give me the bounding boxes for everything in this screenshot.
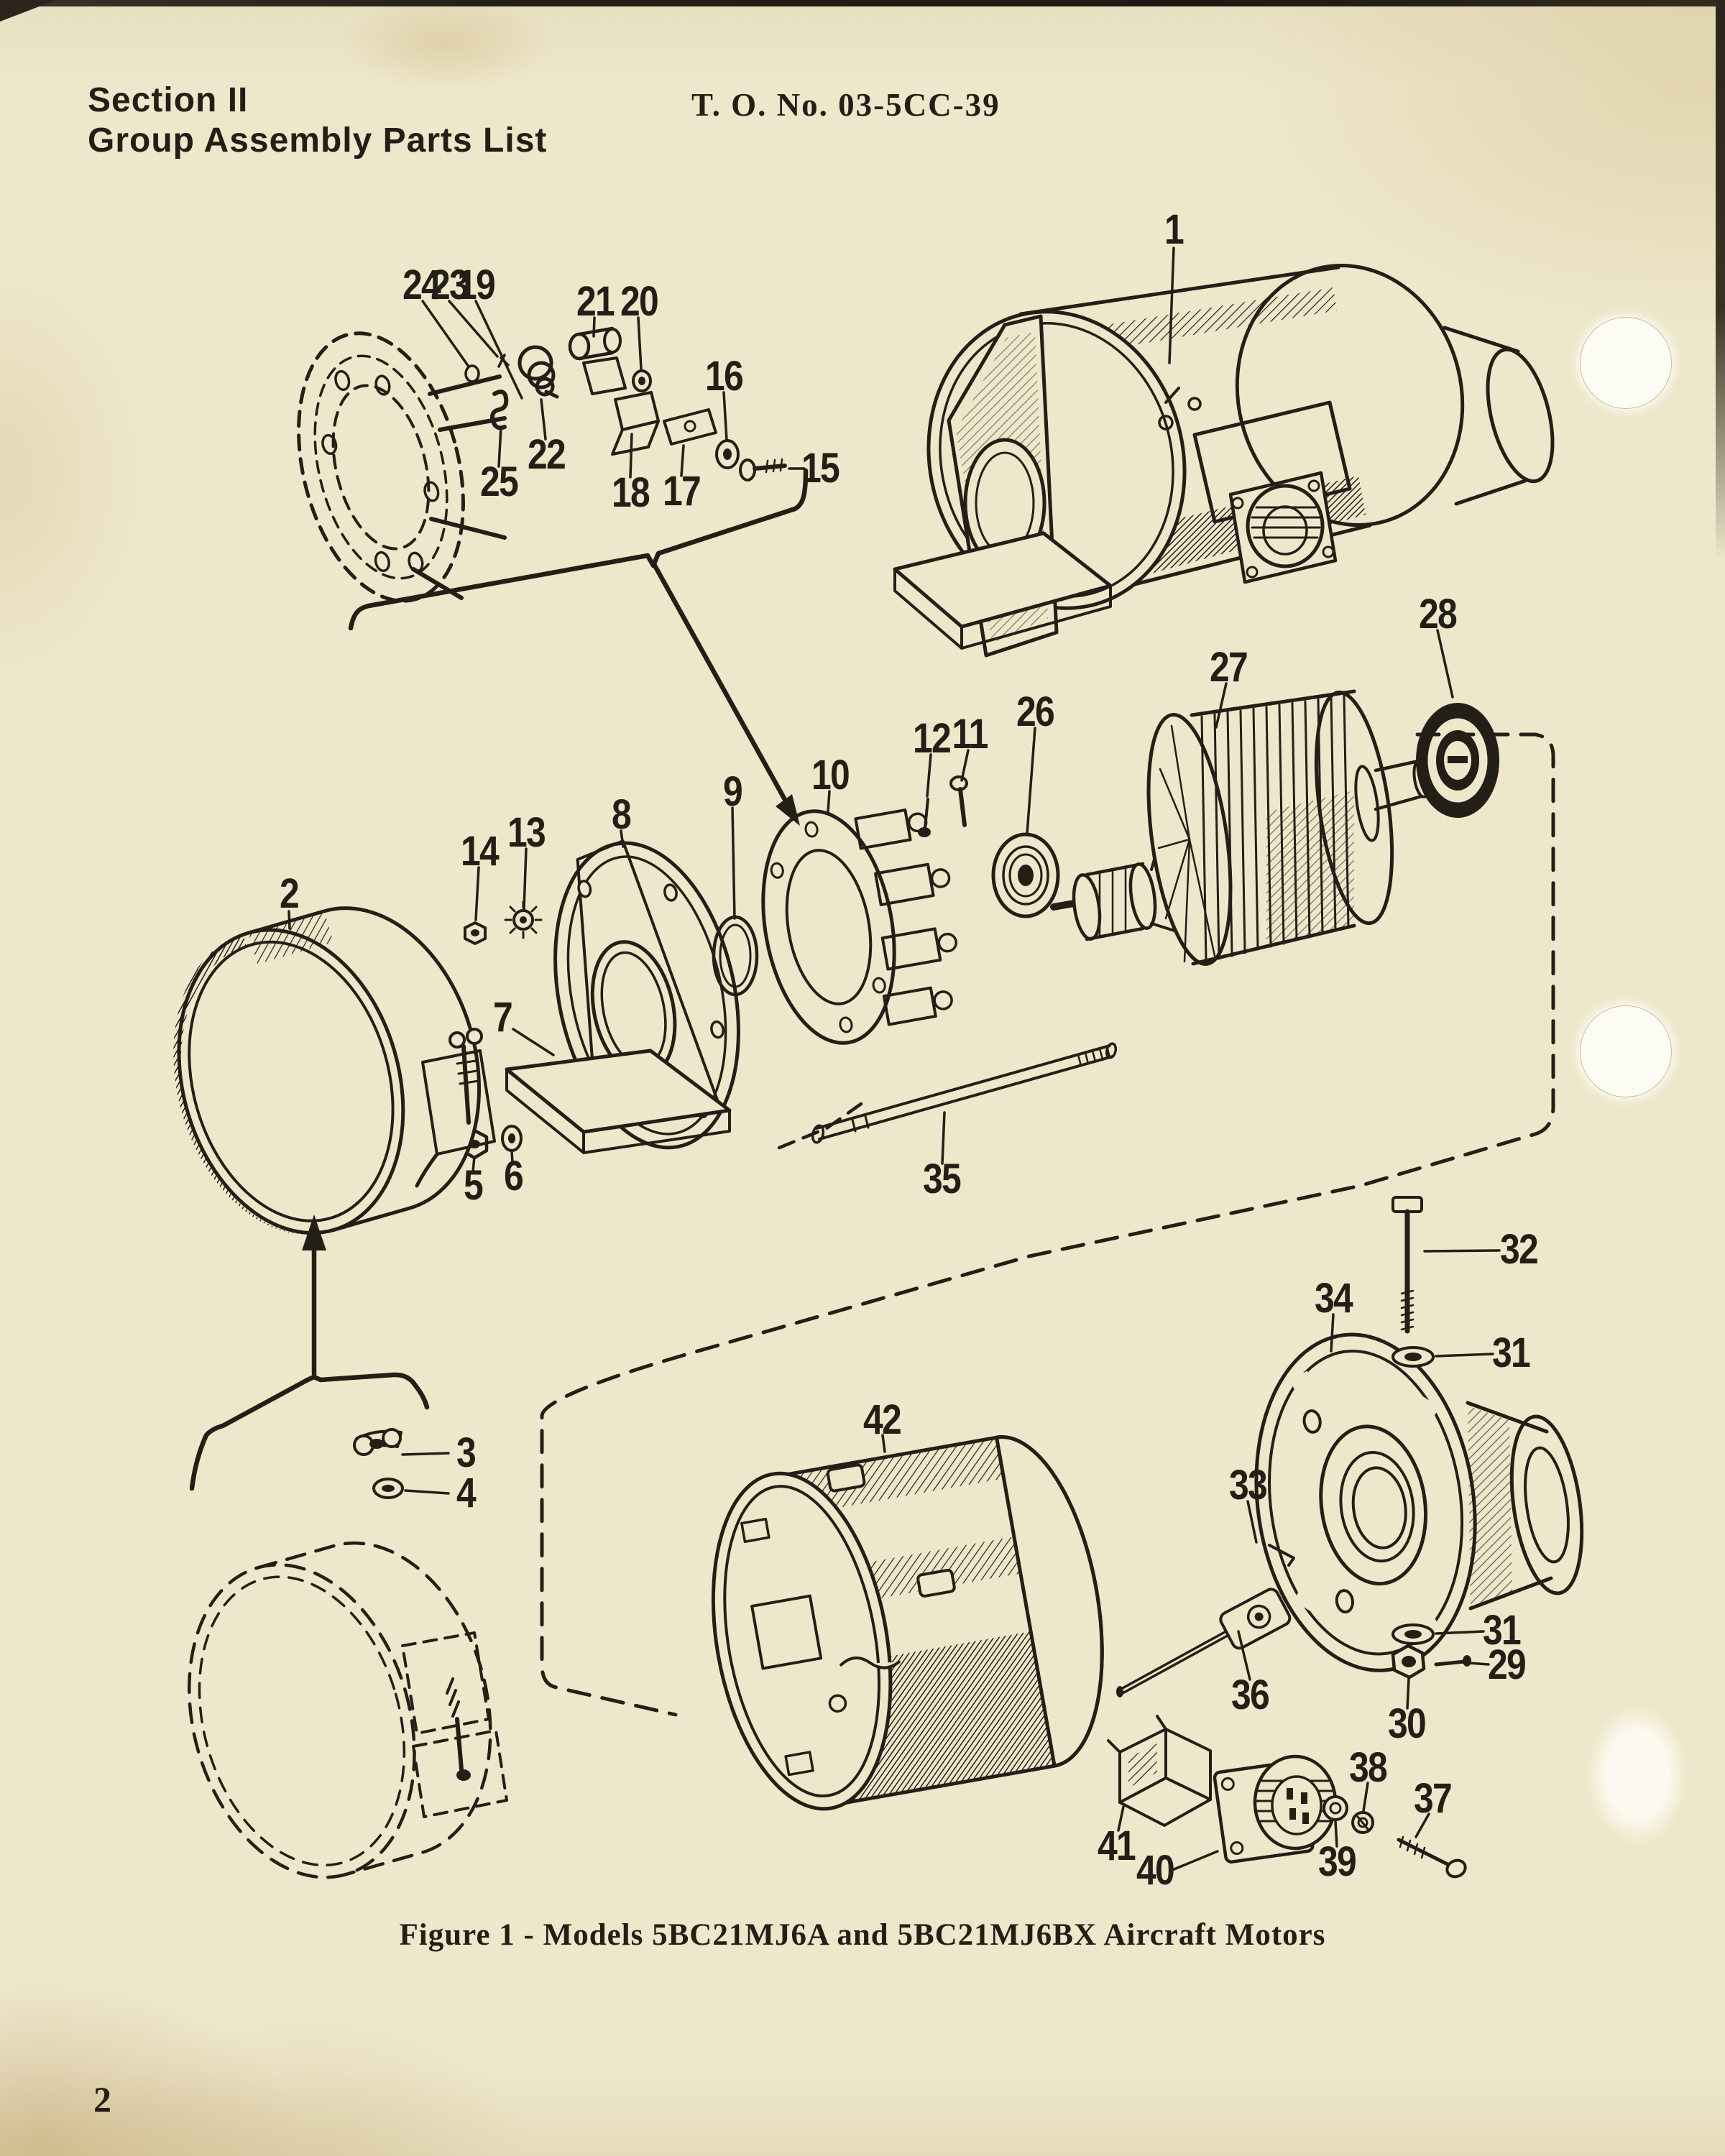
callout-13: 13	[507, 809, 546, 856]
callout-24: 24	[402, 262, 441, 308]
callout-34: 34	[1314, 1275, 1353, 1322]
bearing-front-illustration	[991, 832, 1060, 918]
callout-6: 6	[503, 1153, 524, 1199]
callout-39: 39	[1317, 1838, 1357, 1885]
armature-illustration	[1050, 689, 1431, 966]
bearing-rear-illustration	[1416, 703, 1499, 818]
clamp-screw-illustration	[353, 1428, 404, 1499]
callout-23: 23	[430, 262, 469, 308]
callout-14: 14	[460, 828, 500, 875]
scan-edge-top	[0, 0, 1725, 6]
callout-leader-lines	[288, 247, 1501, 1871]
callout-42: 42	[862, 1396, 902, 1443]
callout-31: 31	[1491, 1330, 1531, 1376]
callout-7: 7	[492, 994, 513, 1041]
callout-5: 5	[463, 1162, 484, 1209]
callout-16: 16	[704, 353, 744, 400]
end-bell-hardware	[1268, 1196, 1471, 1680]
section-subtitle: Group Assembly Parts List	[88, 121, 548, 160]
callout-38: 38	[1348, 1744, 1388, 1791]
callout-22: 22	[527, 431, 566, 478]
callout-19: 19	[456, 262, 496, 308]
section-title: Section II	[88, 81, 249, 119]
callout-17: 17	[662, 468, 702, 515]
field-frame-illustration	[711, 1435, 1104, 1811]
callout-2: 2	[279, 870, 300, 917]
callout-25: 25	[479, 459, 519, 505]
page-number: 2	[93, 2079, 111, 2119]
callout-28: 28	[1418, 591, 1458, 637]
brush-box-illustration	[1107, 1715, 1212, 1827]
paper-blemish	[1587, 1705, 1688, 1846]
callout-11: 11	[952, 711, 988, 757]
callout-12: 12	[912, 715, 952, 762]
callout-30: 30	[1387, 1700, 1427, 1747]
callout-35: 35	[922, 1156, 962, 1202]
callout-18: 18	[611, 469, 650, 516]
callout-8: 8	[611, 791, 632, 838]
technical-order-number: T. O. No. 03-5CC-39	[691, 87, 1000, 123]
end-bell-illustration	[1254, 1332, 1584, 1672]
scan-edge-right	[1716, 0, 1725, 561]
phantom-band-illustration	[188, 1541, 508, 1879]
callout-3: 3	[456, 1429, 477, 1476]
callout-40: 40	[1136, 1847, 1175, 1894]
callout-29: 29	[1487, 1641, 1527, 1688]
motor-band-illustration	[173, 906, 496, 1235]
hole-punch-top	[1581, 318, 1671, 408]
callout-1: 1	[1164, 206, 1184, 253]
assembly-brace-lower	[189, 1215, 430, 1491]
callout-26: 26	[1016, 688, 1055, 735]
callout-31: 31	[1482, 1607, 1522, 1654]
callout-37: 37	[1413, 1775, 1453, 1822]
callout-15: 15	[801, 445, 840, 492]
callout-32: 32	[1499, 1226, 1539, 1273]
callout-21: 21	[576, 278, 615, 325]
phantom-enclosure-outline	[540, 732, 1555, 1717]
receptacle-connector-illustration	[1213, 1754, 1338, 1864]
brush-plate-cluster-illustration	[297, 326, 787, 603]
hole-punch-middle	[1581, 1006, 1671, 1097]
callout-4: 4	[456, 1470, 477, 1516]
connector-fasteners	[1322, 1795, 1467, 1879]
end-frame-bracket-illustration	[505, 839, 740, 1154]
callout-27: 27	[1209, 644, 1248, 691]
callout-33: 33	[1228, 1462, 1268, 1508]
callout-9: 9	[722, 768, 743, 815]
callout-20: 20	[620, 278, 659, 325]
through-bolt-shaft-illustration	[811, 1042, 1118, 1144]
callout-41: 41	[1097, 1823, 1136, 1869]
motor-assembly-illustration	[893, 263, 1555, 658]
callout-36: 36	[1230, 1672, 1270, 1718]
callout-10: 10	[811, 752, 850, 798]
phantom-alignment-dashes	[768, 1102, 863, 1153]
figure-caption: Figure 1 - Models 5BC21MJ6A and 5BC21MJ6…	[399, 1918, 1326, 1952]
